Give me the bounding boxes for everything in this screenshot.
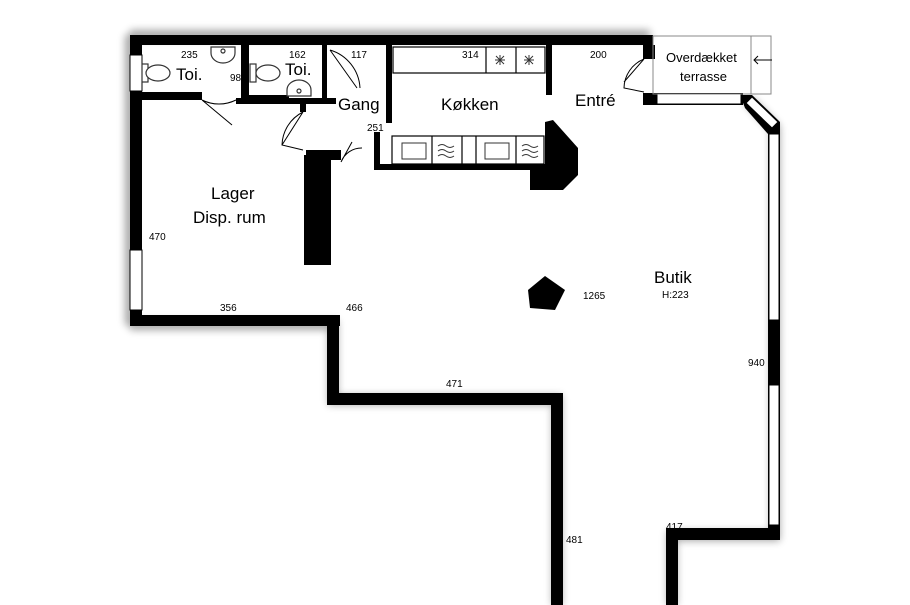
door-toilet2	[329, 49, 361, 89]
partition-pillar	[304, 155, 331, 265]
entre-chimney	[530, 120, 578, 190]
dim-wall-471: 471	[446, 379, 463, 390]
dim-wall-417: 417	[666, 522, 683, 533]
dishwasher-icon	[521, 144, 539, 158]
room-label-butik: Butik	[654, 268, 692, 287]
window-left-top	[129, 54, 143, 92]
dim-wall-481: 481	[566, 535, 583, 546]
dim-kokken-width: 314	[462, 50, 479, 61]
toilet2-right-wall	[322, 45, 327, 100]
top-wall	[130, 35, 653, 45]
window-right-top	[768, 133, 780, 321]
room-label-toilet1: Toi.	[176, 65, 202, 84]
kitchen-fixtures	[401, 55, 539, 160]
dim-wall-466: 466	[346, 303, 363, 314]
lower-left-wall	[551, 393, 563, 605]
dim-butik-depth: 940	[748, 358, 765, 369]
door-entre	[623, 58, 645, 93]
dim-toilet2-width: 162	[289, 50, 306, 61]
window-entre	[656, 93, 742, 105]
toilet-fixtures	[141, 46, 312, 97]
room-label-terrasse-line1: Overdækket	[666, 50, 737, 65]
toilet-icon	[141, 63, 171, 83]
step-wall-vertical	[327, 315, 339, 405]
room-label-lager-line2: Disp. rum	[193, 208, 266, 227]
toilet-partition	[241, 45, 249, 100]
dim-lager-width: 356	[220, 303, 237, 314]
toilet-icon	[249, 63, 281, 83]
room-label-terrasse-line2: terrasse	[680, 69, 727, 84]
room-height-butik: H:223	[662, 290, 689, 301]
sink-icon	[401, 142, 427, 160]
dim-lager-depth: 470	[149, 232, 166, 243]
doors	[201, 49, 645, 163]
gang-right-wall	[386, 45, 392, 123]
door-toilet1	[201, 99, 237, 126]
dim-toilet1-width: 235	[181, 50, 198, 61]
kitchen-bottom-wall	[374, 164, 554, 170]
dim-entre-width: 200	[590, 50, 607, 61]
interior-walls	[142, 45, 578, 310]
terrace	[652, 35, 772, 95]
door-gang-lager	[281, 111, 304, 151]
lower-counter	[391, 135, 545, 165]
window-left-bottom	[129, 249, 143, 311]
lager-bottom-wall	[130, 315, 340, 326]
room-label-entre: Entré	[575, 91, 616, 110]
dim-butik-length: 1265	[583, 291, 606, 302]
bottom-right-wall	[666, 528, 780, 540]
freezer-icon	[524, 55, 534, 65]
entre-left-post	[643, 45, 655, 59]
dim-gang-width: 117	[351, 50, 367, 61]
window-corner	[745, 96, 779, 129]
gang-left-wall	[300, 98, 306, 112]
kitchen-left-wall	[374, 132, 380, 170]
washbasin-icon	[286, 79, 312, 97]
upper-counter	[392, 46, 546, 74]
kitchen-right-wall	[546, 45, 552, 95]
door-gang-butik	[340, 141, 363, 163]
dishwasher-icon	[437, 144, 455, 158]
step-wall-horizontal	[327, 393, 562, 405]
dim-toilet1-depth: 98	[230, 73, 242, 84]
exterior-walls	[130, 35, 780, 605]
lower-right-wall	[666, 530, 678, 605]
washbasin-icon	[210, 46, 236, 64]
terrace-outline	[652, 35, 772, 95]
freezer-icon	[495, 55, 505, 65]
toilet1-bottom-wall	[142, 92, 202, 100]
gang-top-wall	[236, 98, 336, 104]
room-label-gang: Gang	[338, 95, 380, 114]
butik-column	[528, 276, 565, 310]
room-label-kokken: Køkken	[441, 95, 499, 114]
sink-icon	[484, 142, 510, 160]
room-label-lager-line1: Lager	[211, 184, 255, 203]
window-right-bottom	[768, 384, 780, 526]
room-label-toilet2: Toi.	[285, 60, 311, 79]
dim-gang-length: 251	[367, 123, 384, 134]
